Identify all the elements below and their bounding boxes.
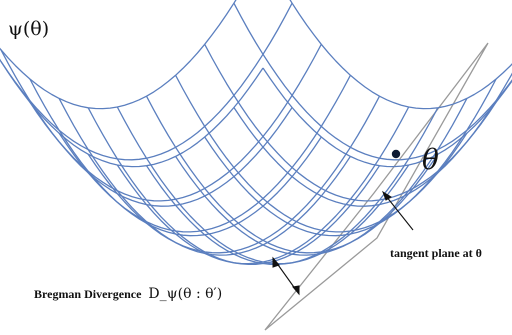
tangent-plane-label: tangent plane at θ [390,246,482,260]
point-label: θ [422,143,439,176]
tangent-point-dot [391,149,401,159]
mesh-line-v [29,78,322,237]
mesh-line-v [87,107,381,266]
mesh-line-v [204,43,497,202]
divergence-formula: D_ψ(θ : θ′) [148,286,223,302]
divergence-text: Bregman Divergence [34,287,142,301]
mesh-line-v [289,0,512,110]
mesh-line-v [58,98,351,256]
convex-surface-mesh [0,0,512,266]
divergence-arrow [272,256,300,296]
divergence-label: Bregman Divergence D_ψ(θ : θ′) [34,286,222,302]
mesh-line-u [233,72,512,207]
mesh-line-u [87,95,381,254]
function-label: ψ(θ) [8,18,50,40]
mesh-line-u [0,0,237,110]
mesh-line-v [116,106,410,265]
mesh-line-u [204,78,497,237]
mesh-line-u [145,107,439,266]
mesh-line-u [29,43,322,202]
mesh-line-u [262,67,512,168]
mesh-line-u [58,74,351,233]
tangent-arrow [382,190,414,231]
mesh-line-u [175,98,468,256]
mesh-line-v [145,95,439,254]
tangent-plane [264,42,489,331]
mesh-line-v [233,2,512,161]
mesh-line-v [0,49,293,207]
mesh-line-v [0,58,264,168]
